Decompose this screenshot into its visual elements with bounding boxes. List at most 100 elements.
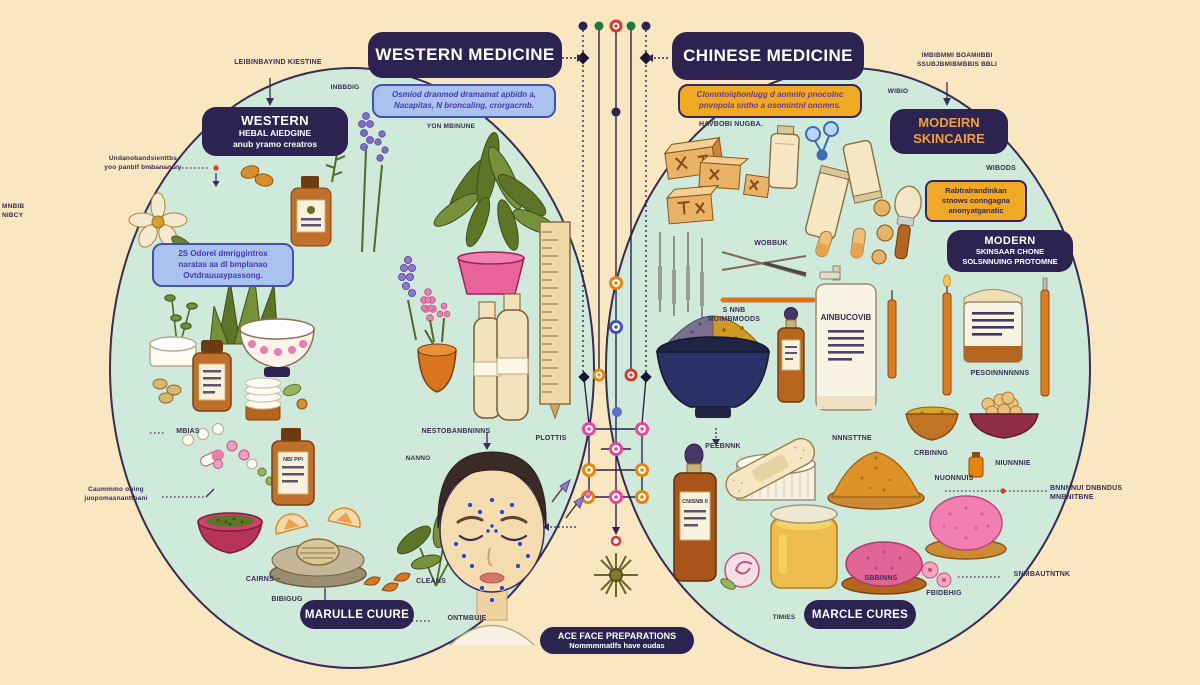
label-nestob: NESTOBANBNINNS — [421, 428, 491, 435]
amber-bottle-icon: NBI PPI — [271, 428, 315, 506]
label-nnnsttne: NNNSTTNE — [832, 435, 872, 442]
pill-bottle-icon — [192, 340, 232, 412]
chinese-subtitle-note: Clomntoiqhonlugg d aomnlo pnocolnc pnvop… — [678, 84, 862, 118]
acupuncture-face-icon — [437, 451, 547, 646]
small-dropper-bottle-icon — [777, 307, 805, 403]
western-herbal-title: WESTERN — [241, 113, 309, 128]
scattered-pills-icon — [182, 423, 275, 486]
label-caummmo: Caummmo oning juopomasnanttbani — [84, 486, 148, 502]
label-bnnnnui: BNNNNUI DNBNDUS MNBNITBNE — [1050, 485, 1123, 502]
dropper-bottle-label: CNISNB II — [682, 499, 708, 505]
white-jar-icon — [149, 336, 197, 367]
star-anise-icon — [594, 553, 638, 597]
label-fbidbhig: FBIDBHIG — [926, 590, 962, 597]
ace-face-line2: Nommmmatlfs have oudas — [569, 641, 665, 650]
pink-petals-icon — [921, 561, 952, 588]
marcle-cures-text: MARCLE CURES — [811, 608, 909, 621]
label-plottis: PLOTTIS — [535, 435, 567, 442]
marulle-cuure-text: MARULLE CUURE — [304, 608, 410, 621]
annotation-arrows — [150, 78, 1048, 622]
mini-bottle-icon — [968, 452, 984, 478]
chinese-medicine-title: CHINESE MEDICINE — [672, 32, 864, 80]
ace-face-line1: ACE FACE PREPARATIONS — [557, 631, 677, 641]
dropper-bottle-icon: CNISNB II — [673, 443, 717, 582]
lavender-sprig-icon — [358, 112, 389, 253]
daisy-flower-icon — [128, 192, 193, 253]
label-wibods: WIBODS — [986, 165, 1016, 172]
bandage-icon — [725, 437, 816, 500]
ace-face-preparations-pill: ACE FACE PREPARATIONS Nommmmatlfs have o… — [540, 627, 694, 654]
skincare-note-box: Rabtralrandinkan stnows conngagna anonya… — [925, 180, 1027, 223]
pump-bottle-icon: AINBUCOVIB — [815, 265, 877, 411]
nuts-icon — [240, 165, 274, 187]
acupuncture-needle-flags-icon — [551, 478, 592, 519]
citrus-platter-icon — [269, 507, 367, 588]
gold-powder-mound-icon — [827, 451, 925, 510]
incense-stick-icon — [887, 290, 897, 379]
capsule-tablet-icon — [282, 383, 308, 410]
acupuncture-needles-icon — [658, 232, 816, 318]
seed-mix-bowl-icon — [656, 315, 770, 418]
label-nuonnuis: NUONNUIS — [934, 475, 974, 482]
herb-bottle-icon — [290, 176, 332, 247]
rouge-plate-icon — [841, 541, 927, 595]
label-wibio: WIBIO — [887, 88, 909, 95]
cream-bottles-icon — [473, 293, 529, 421]
capsules-icon — [815, 199, 894, 265]
small-nuts-icon — [152, 378, 182, 404]
label-havbobi: HAVBOBI NUGBA. — [698, 121, 764, 128]
honey-jar-icon — [770, 504, 838, 589]
seed-bowl-icon — [197, 512, 263, 554]
label-pesoi: PESOINNNNNNS — [970, 370, 1030, 377]
label-mnbib: MNBIB NIBCY — [2, 203, 25, 219]
label-top-right: IMBIBMMI BOAMIIBBI SSUBJBMIBMBBIS BBLI — [917, 52, 997, 68]
marulle-cuure-pill: MARULLE CUURE — [300, 600, 414, 629]
label-peebnnk: PEEBNNK — [705, 443, 741, 450]
label-cleans: CLEANS — [416, 578, 446, 585]
chinese-medicine-title-text: CHINESE MEDICINE — [683, 46, 853, 65]
modern-skincare-box: MODEIRN SKINCAIRE — [890, 109, 1008, 154]
modern-solutions-title: MODERN — [984, 235, 1036, 247]
label-undano: Undanobandsienttbs yoo panblf bmbsnsncry — [104, 155, 182, 171]
flower-bowl-icon — [417, 296, 457, 393]
small-seed-bowls-icon — [905, 391, 1039, 441]
label-mbias: MBIAS — [176, 428, 200, 435]
ruler-icon — [539, 221, 571, 420]
dried-peel-icon — [363, 572, 411, 592]
label-crbinng: CRBINNG — [913, 450, 949, 457]
label-yon: YON MBINUNE — [426, 123, 476, 130]
label-ontmbuie: ONTMBUIE — [447, 615, 487, 622]
molecule-icon — [805, 121, 839, 161]
center-timeline-nodes — [576, 19, 653, 547]
modern-solutions-box: MODERN SKINSAAR CHONE SOLSNNUING PROTOMN… — [947, 230, 1073, 272]
disc-stack-icon — [244, 377, 282, 421]
label-bibigug: BIBIGUG — [271, 596, 303, 603]
amber-bottle-label: NBI PPI — [283, 457, 303, 463]
pump-bottle-label: AINBUCOVIB — [821, 313, 872, 322]
makeup-brush-icon — [894, 185, 922, 260]
label-cairns: CAIRNS – — [245, 576, 281, 583]
western-subtitle-note: Osmiod dranmod dramamat apbidn a, Nacapi… — [372, 84, 556, 118]
pink-powder-disc-icon — [925, 495, 1007, 560]
label-timies: TIMIES — [772, 614, 796, 621]
western-herbal-sub: HEBAL AIEDGINE anub yramo creatros — [232, 128, 318, 150]
rose-macaron-icon — [720, 552, 760, 590]
label-wobbuk: WOBBUK — [754, 240, 788, 247]
wooden-blocks-icon — [663, 136, 771, 225]
lavender-cone-flowers-icon — [397, 255, 437, 341]
western-medicine-title: WESTERN MEDICINE — [368, 32, 562, 78]
western-medicine-title-text: WESTERN MEDICINE — [375, 45, 555, 64]
potted-plant-icon — [433, 132, 558, 295]
label-inbbdig: INBBDIG — [330, 84, 360, 91]
label-top-left: LEIBINBAYIND KIESTINE — [234, 59, 322, 66]
cream-tubes-icon — [768, 125, 883, 241]
label-niunnnie: NIUNNNIE — [995, 460, 1031, 467]
label-muimb: S NNB MUIMBMOODS — [707, 307, 761, 324]
western-note-box: 2S Odorel dmriggintrox naratas aa dl bmp… — [152, 243, 294, 288]
patterned-bowl-icon — [239, 318, 315, 377]
candle-tools-icon — [942, 274, 1050, 397]
label-nanno: NANNO — [405, 455, 431, 462]
modern-solutions-sub: SKINSAAR CHONE SOLSNNUING PROTOMNE — [962, 247, 1058, 266]
